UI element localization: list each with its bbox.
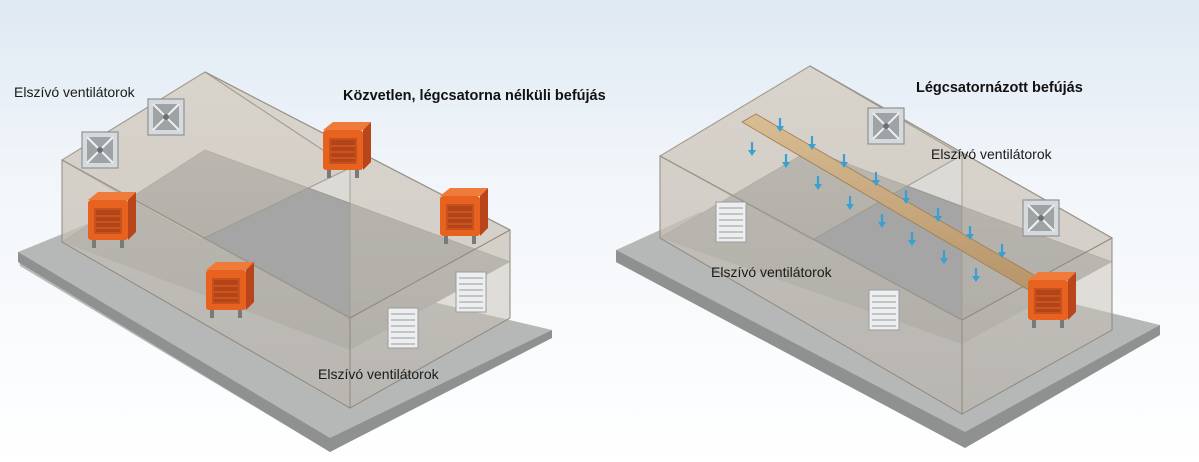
exhaust-fan-icon (867, 107, 905, 145)
left-exhaust-label-top: Elszívó ventilátorok (14, 84, 135, 100)
wall-louver-icon (455, 271, 487, 313)
wall-louver-icon (868, 289, 900, 331)
exhaust-fan-icon (1022, 199, 1060, 237)
wall-louver-icon (715, 201, 747, 243)
left-panel-title: Közvetlen, légcsatorna nélküli befújás (343, 88, 606, 104)
left-building (18, 71, 552, 452)
right-exhaust-label-top: Elszívó ventilátorok (931, 146, 1052, 162)
exhaust-fan-icon (81, 131, 119, 169)
wall-louver-icon (387, 307, 419, 349)
left-exhaust-label-bottom: Elszívó ventilátorok (318, 366, 439, 382)
exhaust-fan-icon (147, 98, 185, 136)
right-panel-title: Légcsatornázott befújás (916, 80, 1083, 96)
right-exhaust-label-side: Elszívó ventilátorok (711, 264, 832, 280)
